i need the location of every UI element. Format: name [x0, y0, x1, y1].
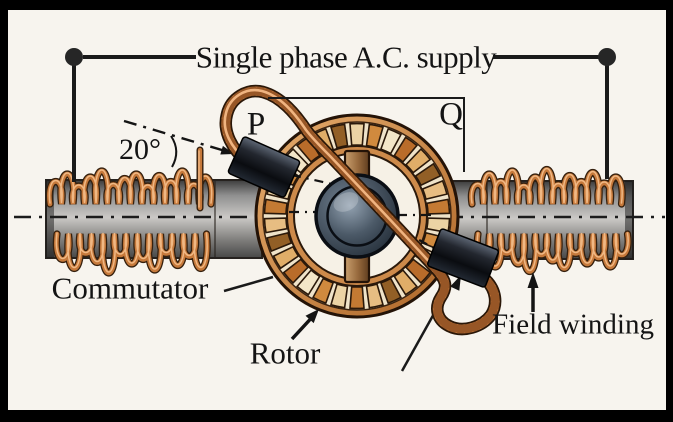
brush-p-label: P — [246, 106, 266, 143]
field-winding-arrow — [527, 272, 539, 312]
commutator-segment — [263, 217, 289, 234]
brush-p — [227, 136, 301, 198]
frame-bottom — [0, 410, 673, 422]
commutator-segment — [312, 277, 335, 305]
field-winding-label: Field winding — [492, 308, 654, 341]
commutator-segment — [379, 127, 402, 155]
brush-jumper-wire — [219, 84, 502, 336]
label-pointers — [223, 272, 539, 341]
angle-label: 20° — [119, 133, 161, 166]
commutator-segment — [349, 122, 365, 147]
coil-wire — [476, 232, 629, 271]
coil-wire — [55, 232, 208, 273]
commutator-segment — [349, 285, 365, 310]
supply-circuit — [65, 48, 616, 182]
commutator-segment — [266, 231, 293, 253]
brush-pointer-arrowhead — [450, 275, 461, 291]
frame-right — [666, 0, 673, 422]
brush-connection-bracket — [268, 97, 465, 172]
frame-left — [0, 0, 8, 422]
coil-end-wire — [196, 146, 204, 212]
field-winding-coils — [45, 166, 632, 277]
commutator-segment — [421, 179, 448, 201]
commutator-segment — [263, 198, 289, 215]
coil-wire — [470, 168, 623, 204]
supply-title: Single phase A.C. supply — [195, 39, 497, 75]
commutator-leader-line — [223, 275, 274, 293]
rotor-label: Rotor — [249, 335, 321, 371]
terminal-dot-right — [598, 48, 616, 66]
frame-top — [0, 0, 673, 10]
terminal-dot-left — [65, 48, 83, 66]
angle-arc — [170, 135, 178, 168]
brush-q-label: Q — [439, 96, 463, 133]
commutator-label: Commutator — [51, 270, 209, 306]
brush-q — [427, 228, 499, 288]
coil-wire — [48, 169, 213, 204]
rotor-arrow — [290, 309, 319, 341]
brush-axis-line — [123, 119, 233, 155]
